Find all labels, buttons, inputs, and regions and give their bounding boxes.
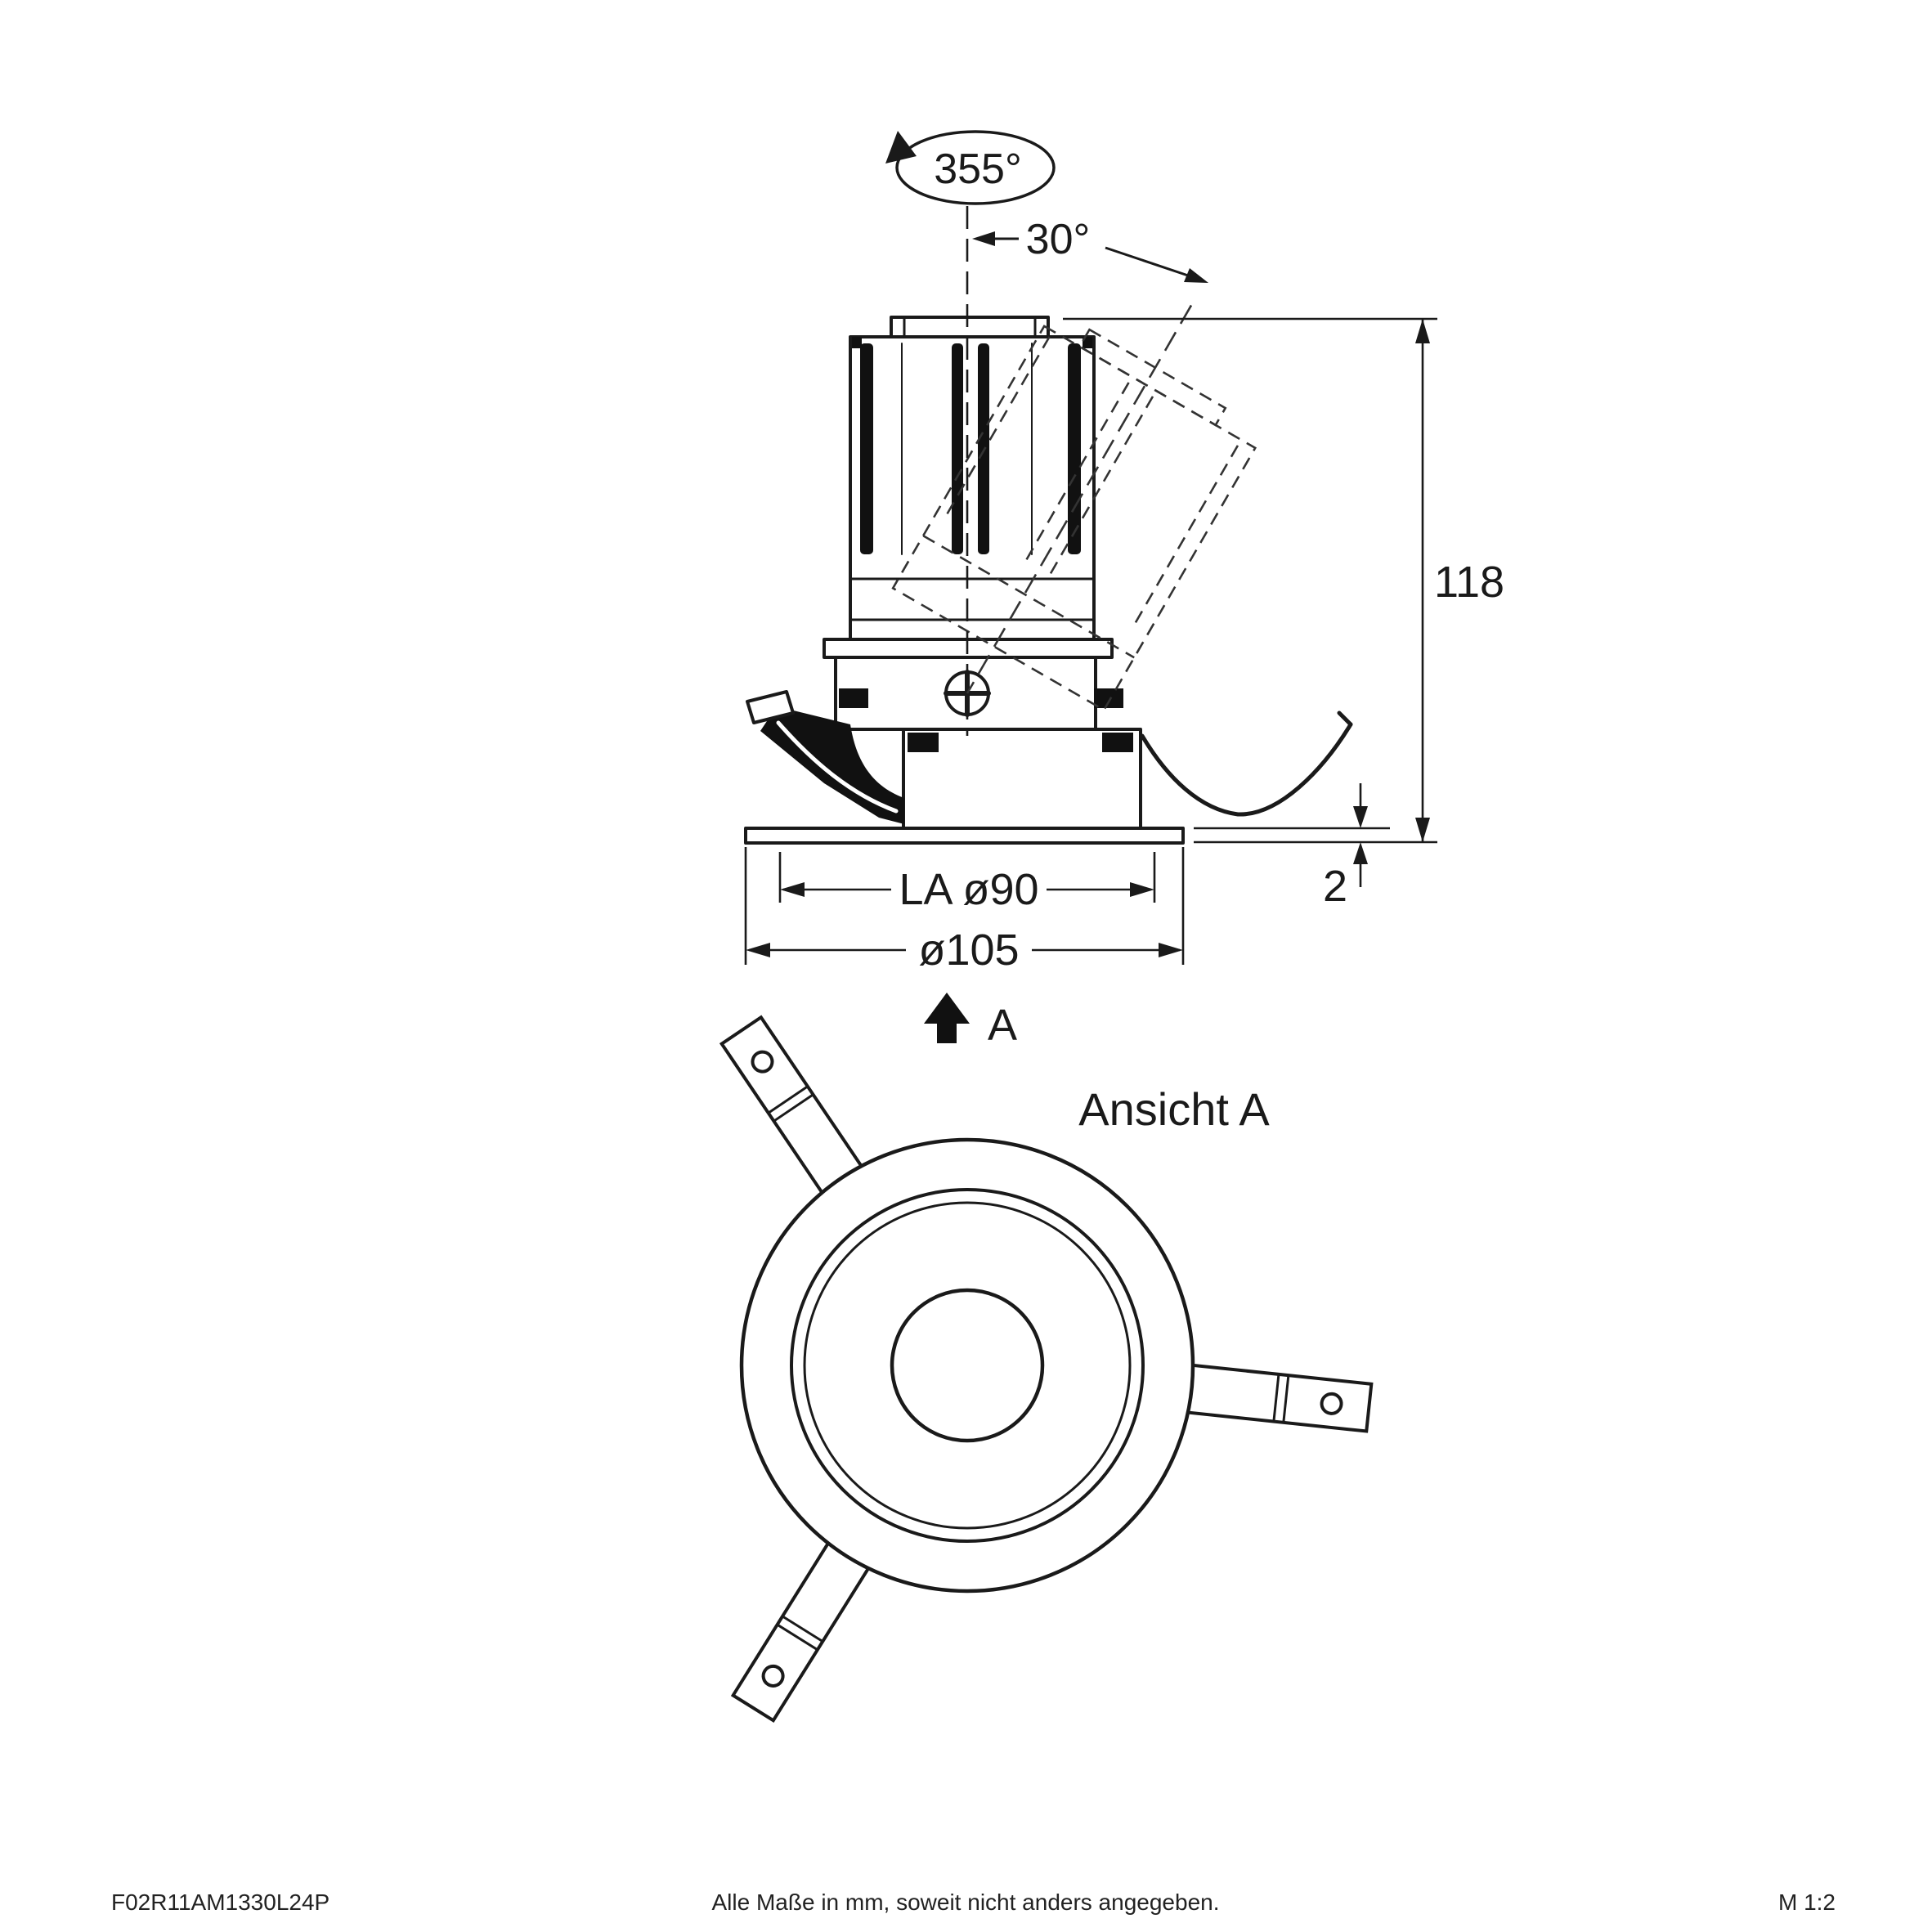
arrowhead-up-icon — [1353, 842, 1368, 864]
arrowhead-down-icon — [1415, 818, 1430, 842]
dim-height — [1063, 317, 1437, 844]
cooling-slot — [860, 343, 873, 554]
view-direction-arrow-icon — [924, 993, 970, 1043]
tilt-arrowhead-icon — [1184, 268, 1208, 283]
body-corner-mark — [1083, 337, 1092, 348]
arrowhead-right-icon — [1130, 882, 1154, 897]
arrowhead-left-icon — [780, 882, 805, 897]
dim-flange-label: 2 — [1323, 862, 1347, 911]
footer: F02R11AM1330L24P Alle Maße in mm, soweit… — [111, 1889, 1836, 1915]
can-clip-right — [1102, 733, 1133, 752]
spring-highlight — [776, 720, 899, 814]
footer-product-code: F02R11AM1330L24P — [111, 1889, 329, 1915]
dim-diameter-label: ø105 — [918, 926, 1019, 975]
retaining-spring-left — [760, 706, 904, 824]
ghost-slot-line — [1046, 396, 1154, 580]
arrowhead-right-icon — [1159, 943, 1183, 957]
tilted-ghost-outline — [891, 304, 1257, 712]
tilt-lock-right — [1094, 688, 1123, 708]
dim-flange — [1194, 783, 1390, 887]
ghost-slot-line — [1131, 445, 1239, 629]
can-clip-left — [908, 733, 939, 752]
tilted-axis — [966, 304, 1193, 694]
dim-cutout — [778, 852, 1156, 903]
luminaire-cap — [890, 316, 1050, 338]
retaining-spring-right — [1140, 722, 1353, 817]
reflector-rim — [803, 1201, 1132, 1530]
arrowhead-up-icon — [1415, 319, 1430, 343]
cooling-slot — [1068, 343, 1081, 554]
rotation-angle-label: 355° — [934, 146, 1022, 193]
trim-ring-outer — [739, 1137, 1195, 1594]
arrowhead-left-icon — [746, 943, 770, 957]
dim-cutout-label: LA ø90 — [899, 865, 1038, 914]
view-direction-label: A — [988, 1001, 1017, 1050]
lens-circle — [890, 1288, 1045, 1443]
trim-ring-step — [790, 1188, 1145, 1543]
rotation-arrowhead-icon — [885, 131, 917, 164]
arrowhead-down-icon — [1353, 806, 1368, 828]
bottom-view — [719, 1015, 1374, 1723]
tilt-angle-label: 30° — [1026, 216, 1091, 263]
spring-end-tab — [746, 690, 795, 724]
ghost-seam — [922, 535, 1135, 659]
footer-scale: M 1:2 — [1778, 1889, 1836, 1915]
rotation-symbol: 355° — [885, 130, 1056, 205]
bottom-view-title: Ansicht A — [1078, 1083, 1270, 1135]
ghost-slot-line — [1022, 382, 1130, 566]
dim-diameter — [744, 847, 1185, 965]
footer-note: Alle Maße in mm, soweit nicht anders ang… — [712, 1889, 1220, 1915]
spring-wire-hook — [1337, 710, 1353, 727]
recessed-can — [902, 728, 1142, 830]
body-corner-mark — [852, 337, 862, 348]
ghost-slot-line — [943, 336, 1051, 520]
rotation-ellipse — [895, 130, 1056, 205]
cooling-slot — [952, 343, 963, 554]
tilt-arrowhead-icon — [972, 231, 995, 246]
tilt-annotation: 30° — [972, 216, 1208, 283]
trim-flange — [744, 827, 1185, 845]
ghost-body — [891, 325, 1257, 712]
tilt-lock-left — [839, 688, 868, 708]
dim-height-label: 118 — [1434, 558, 1504, 607]
tilt-leader-right — [1105, 246, 1196, 280]
luminaire-body — [849, 335, 1096, 641]
